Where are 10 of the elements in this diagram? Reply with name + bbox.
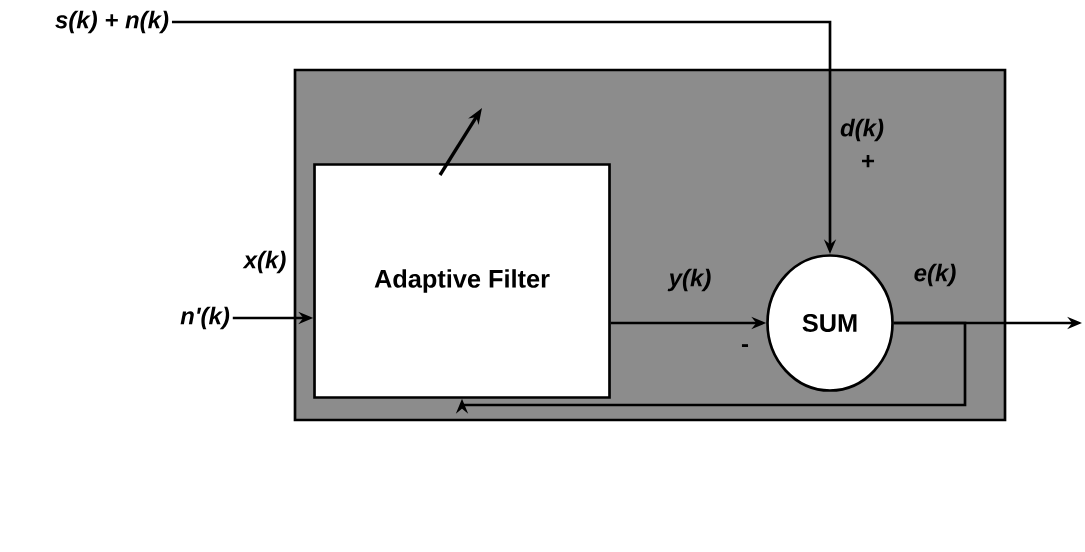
edge-label: d(k) [840, 118, 884, 142]
arrow [455, 321, 967, 414]
edge-label: e(k) [914, 263, 956, 287]
sign-label: - [741, 344, 749, 348]
signal-label: s(k) + n(k) [55, 10, 169, 34]
edge-label: y(k) [667, 268, 711, 292]
edge-label: x(k) [242, 250, 286, 274]
sign-label: + [862, 154, 875, 168]
signal-label: n'(k) [180, 306, 230, 330]
filter-box: Adaptive Filter [313, 163, 611, 399]
